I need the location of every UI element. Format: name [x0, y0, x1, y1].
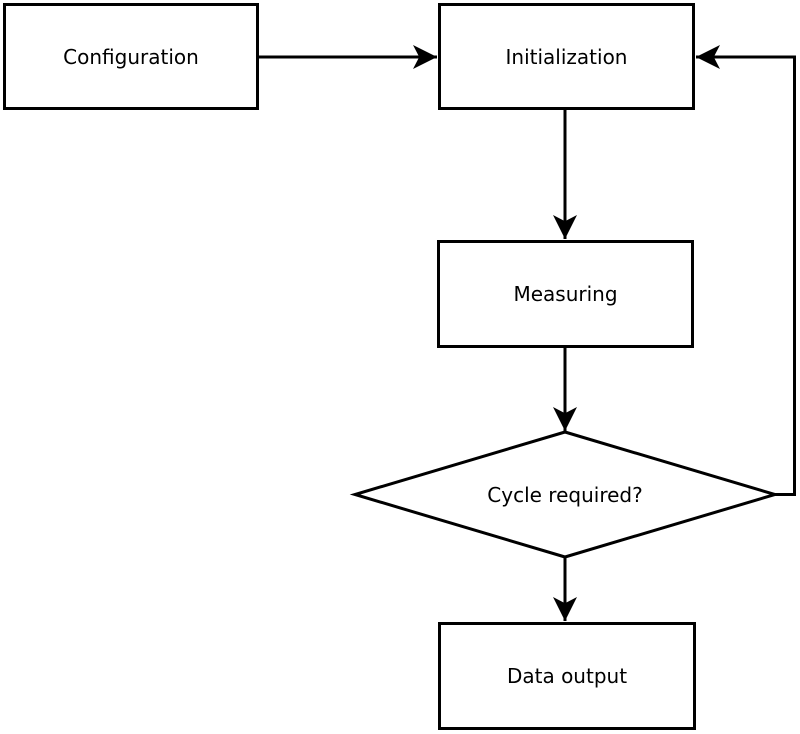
node-measuring-label: Measuring: [513, 282, 618, 306]
node-configuration: Configuration: [3, 3, 259, 110]
node-data-output: Data output: [438, 622, 696, 730]
node-data-output-label: Data output: [506, 664, 628, 688]
node-configuration-label: Configuration: [63, 44, 199, 69]
node-initialization-label: Initialization: [505, 44, 628, 69]
node-initialization: Initialization: [438, 3, 695, 110]
decision-diamond-shape: [349, 430, 781, 559]
arrow-cycle-required-loop-to-initialization: [696, 45, 796, 496]
node-measuring: Measuring: [437, 240, 694, 348]
